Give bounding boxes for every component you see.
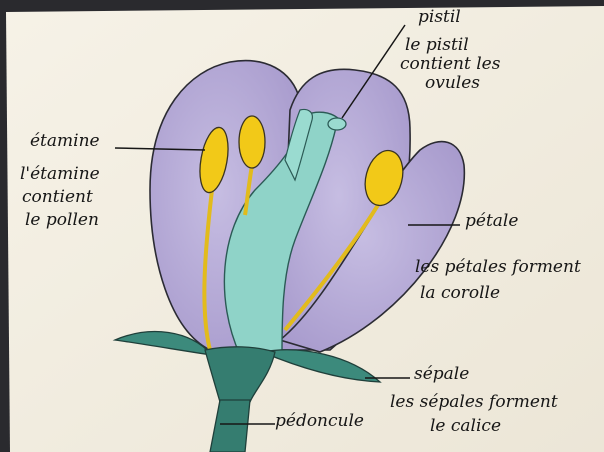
pistil-stigma: [328, 118, 346, 130]
label-etamine: étamine: [30, 132, 100, 151]
label-etamine-desc-1: l'étamine: [20, 165, 100, 184]
label-pistil: pistil: [418, 8, 461, 27]
label-etamine-desc-2: contient: [22, 188, 93, 207]
label-pistil-desc-3: ovules: [425, 74, 480, 93]
label-sepale-desc-2: le calice: [430, 417, 501, 436]
label-sepale-desc-1: les sépales forment: [390, 393, 558, 412]
label-petale: pétale: [465, 212, 518, 231]
label-pistil-desc-1: le pistil: [405, 36, 469, 55]
label-pistil-desc-2: contient les: [400, 55, 500, 74]
stamen-anther-2: [239, 116, 265, 168]
label-petale-desc-2: la corolle: [420, 284, 500, 303]
label-pedoncule: pédoncule: [275, 412, 364, 431]
label-etamine-desc-3: le pollen: [25, 211, 99, 230]
label-petale-desc-1: les pétales forment: [415, 258, 581, 277]
label-sepale: sépale: [414, 365, 469, 384]
